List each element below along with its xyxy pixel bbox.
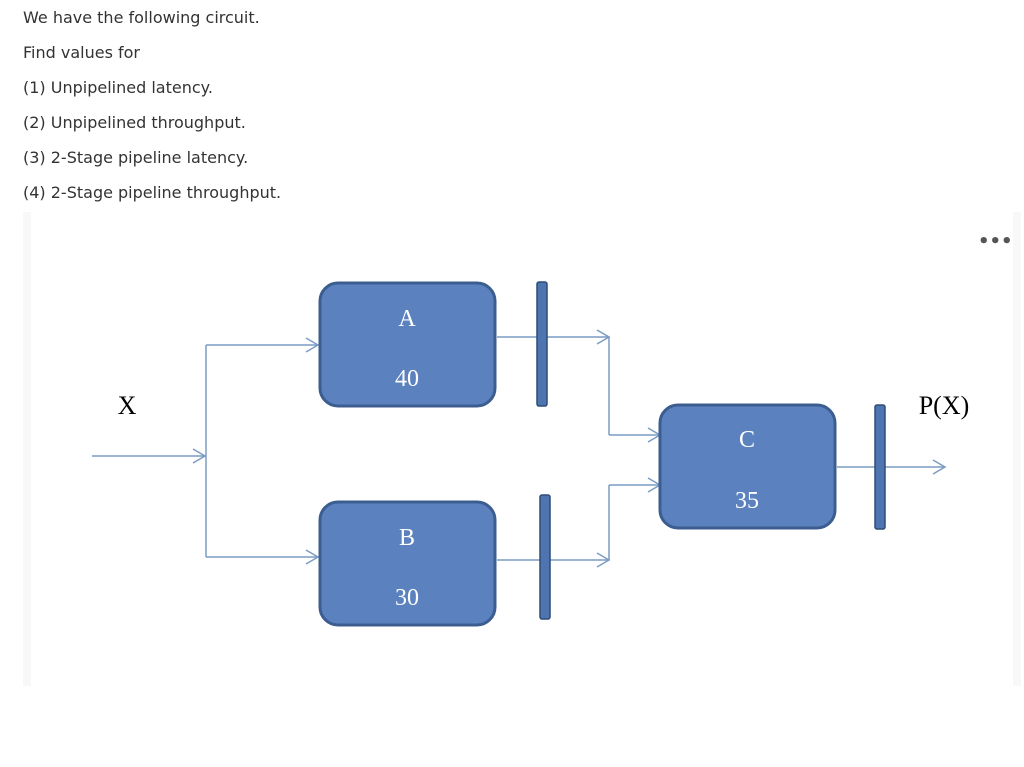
block-a-box (318, 281, 497, 408)
block-c-box (658, 403, 837, 530)
block-a: A 40 (318, 281, 497, 408)
wires (92, 329, 947, 568)
output-label: P(X) (919, 391, 970, 420)
input-arrowhead (192, 448, 207, 464)
register-after-b (539, 494, 551, 620)
register-after-c (874, 404, 886, 530)
block-c-delay: 35 (735, 488, 759, 514)
circuit-figure-canvas (31, 212, 1013, 686)
question-item-3: (3) 2-Stage pipeline latency. (23, 148, 249, 167)
block-c-name: C (739, 427, 755, 453)
arrowhead-to-b (305, 549, 320, 565)
question-intro: We have the following circuit. (23, 8, 260, 27)
question-text: We have the following circuit. Find valu… (23, 0, 1003, 210)
block-b-delay: 30 (395, 585, 419, 611)
input-label: X (118, 391, 137, 420)
block-a-name: A (398, 306, 416, 332)
block-b: B 30 (318, 500, 497, 627)
question-item-4: (4) 2-Stage pipeline throughput. (23, 183, 282, 202)
output-arrowhead (932, 459, 947, 475)
block-b-name: B (399, 525, 415, 551)
block-b-box (318, 500, 497, 627)
block-c: C 35 (658, 403, 837, 530)
circuit-figure-panel (23, 212, 1021, 686)
block-a-delay: 40 (395, 366, 419, 392)
question-prompt: Find values for (23, 43, 140, 62)
arrowhead-to-a (305, 337, 320, 353)
register-after-a (536, 281, 548, 407)
question-item-2: (2) Unpipelined throughput. (23, 113, 246, 132)
question-item-1: (1) Unpipelined latency. (23, 78, 213, 97)
